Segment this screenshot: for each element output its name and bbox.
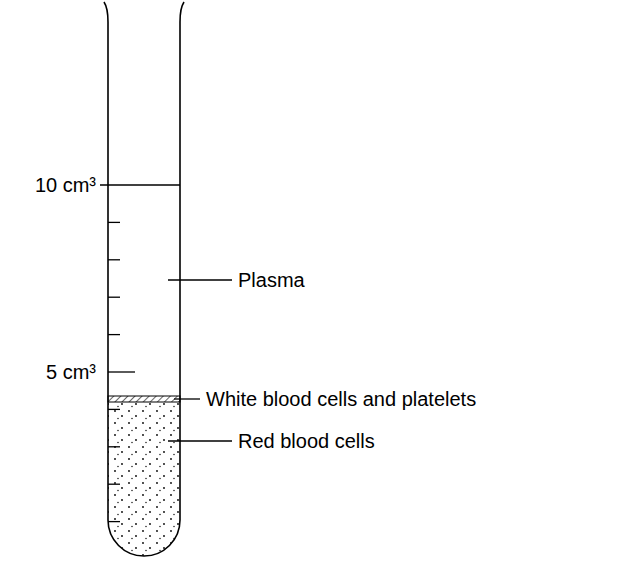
- part-label: Plasma: [238, 270, 305, 290]
- part-label: Red blood cells: [238, 431, 375, 451]
- graduation-tick: [108, 446, 120, 447]
- graduation-tick: [108, 259, 120, 260]
- graduation-tick: [108, 521, 120, 522]
- graduation-marks: [108, 222, 135, 521]
- white-cell-layer: [108, 396, 180, 402]
- graduation-tick: [108, 484, 120, 485]
- leader-line: [174, 398, 200, 399]
- leader-line: [168, 279, 232, 280]
- test-tube-outline: [104, 2, 184, 556]
- graduation-tick: [108, 409, 120, 410]
- red-cell-layer: [108, 402, 180, 556]
- graduation-tick: [108, 222, 120, 223]
- graduation-tick: [108, 297, 120, 298]
- graduation-tick: [108, 371, 135, 372]
- leader-line: [100, 184, 180, 185]
- volume-mark: 10 cm³: [35, 175, 96, 195]
- part-label: White blood cells and platelets: [206, 389, 476, 409]
- leader-line: [168, 440, 232, 441]
- graduation-tick: [108, 334, 120, 335]
- volume-mark: 5 cm³: [46, 362, 96, 382]
